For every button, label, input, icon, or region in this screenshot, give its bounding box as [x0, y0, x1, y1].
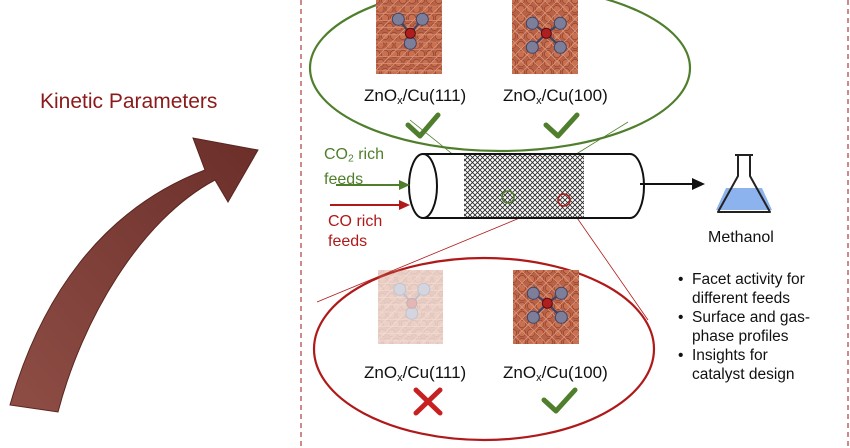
insight-item: Surface and gas-phase profiles: [676, 308, 810, 346]
lattice-bottom-111: [378, 270, 443, 344]
connector-line: [565, 201, 649, 321]
lattice-bottom-100: [513, 270, 579, 344]
facet-label-bottom-111: ZnOx/Cu(111): [364, 363, 467, 384]
lattice-top-111: [376, 0, 442, 74]
cross-icon: [413, 387, 443, 416]
reactor-tube: [408, 153, 645, 219]
methanol-flask-icon: [716, 154, 772, 213]
product-arrow: [640, 178, 705, 190]
check-icon: [405, 112, 441, 139]
co-site-marker: [557, 193, 571, 207]
facet-label-bottom-100: ZnOx/Cu(100): [503, 363, 608, 384]
facet-label-top-111: ZnOx/Cu(111): [364, 86, 467, 107]
facet-label-top-100: ZnOx/Cu(100): [503, 86, 608, 107]
co-feed-arrow: [330, 200, 410, 210]
co2-feed-arrow: [336, 180, 410, 190]
kinetic-parameters-title: Kinetic Parameters: [40, 90, 218, 113]
kinetic-arrow: [9, 137, 259, 413]
co2-feed-label: CO2 rich feeds: [324, 146, 385, 188]
check-icon: [543, 112, 580, 139]
top-facet-ellipse: [308, 0, 692, 153]
bottom-facet-ellipse: [312, 256, 656, 442]
lattice-top-100: [512, 0, 578, 74]
check-icon: [541, 387, 578, 414]
catalyst-bed: [464, 155, 584, 217]
methanol-label: Methanol: [708, 229, 774, 246]
co2-site-marker: [501, 190, 515, 204]
co-feed-label: CO rich feeds: [328, 213, 383, 250]
